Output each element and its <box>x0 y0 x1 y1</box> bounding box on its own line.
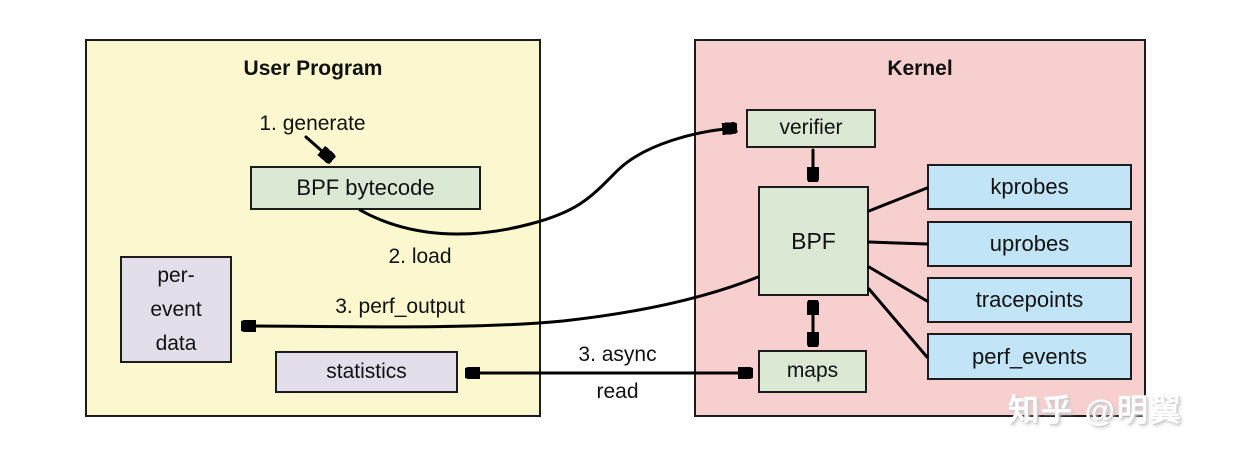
user-program-title: User Program <box>243 57 383 80</box>
verifier-node: verifier <box>746 109 876 148</box>
zhihu-watermark: 知乎 @明翼 <box>1008 393 1183 428</box>
perf-events-node: perf_events <box>927 333 1132 380</box>
kprobes-node: kprobes <box>927 164 1132 210</box>
bpf-bytecode-node: BPF bytecode <box>250 166 481 210</box>
kernel-title: Kernel <box>887 57 953 80</box>
step1-generate-label: 1. generate <box>259 112 366 135</box>
per-event-data-node: per- event data <box>120 256 232 363</box>
bpf-node: BPF <box>758 186 869 296</box>
statistics-node: statistics <box>275 351 458 393</box>
uprobes-node: uprobes <box>927 221 1132 267</box>
maps-node: maps <box>758 350 867 393</box>
step3-async-read-label: 3. async read <box>578 343 657 403</box>
tracepoints-node: tracepoints <box>927 277 1132 323</box>
step2-load-label: 2. load <box>388 245 452 268</box>
step3-perf-output-label: 3. perf_output <box>335 295 465 318</box>
